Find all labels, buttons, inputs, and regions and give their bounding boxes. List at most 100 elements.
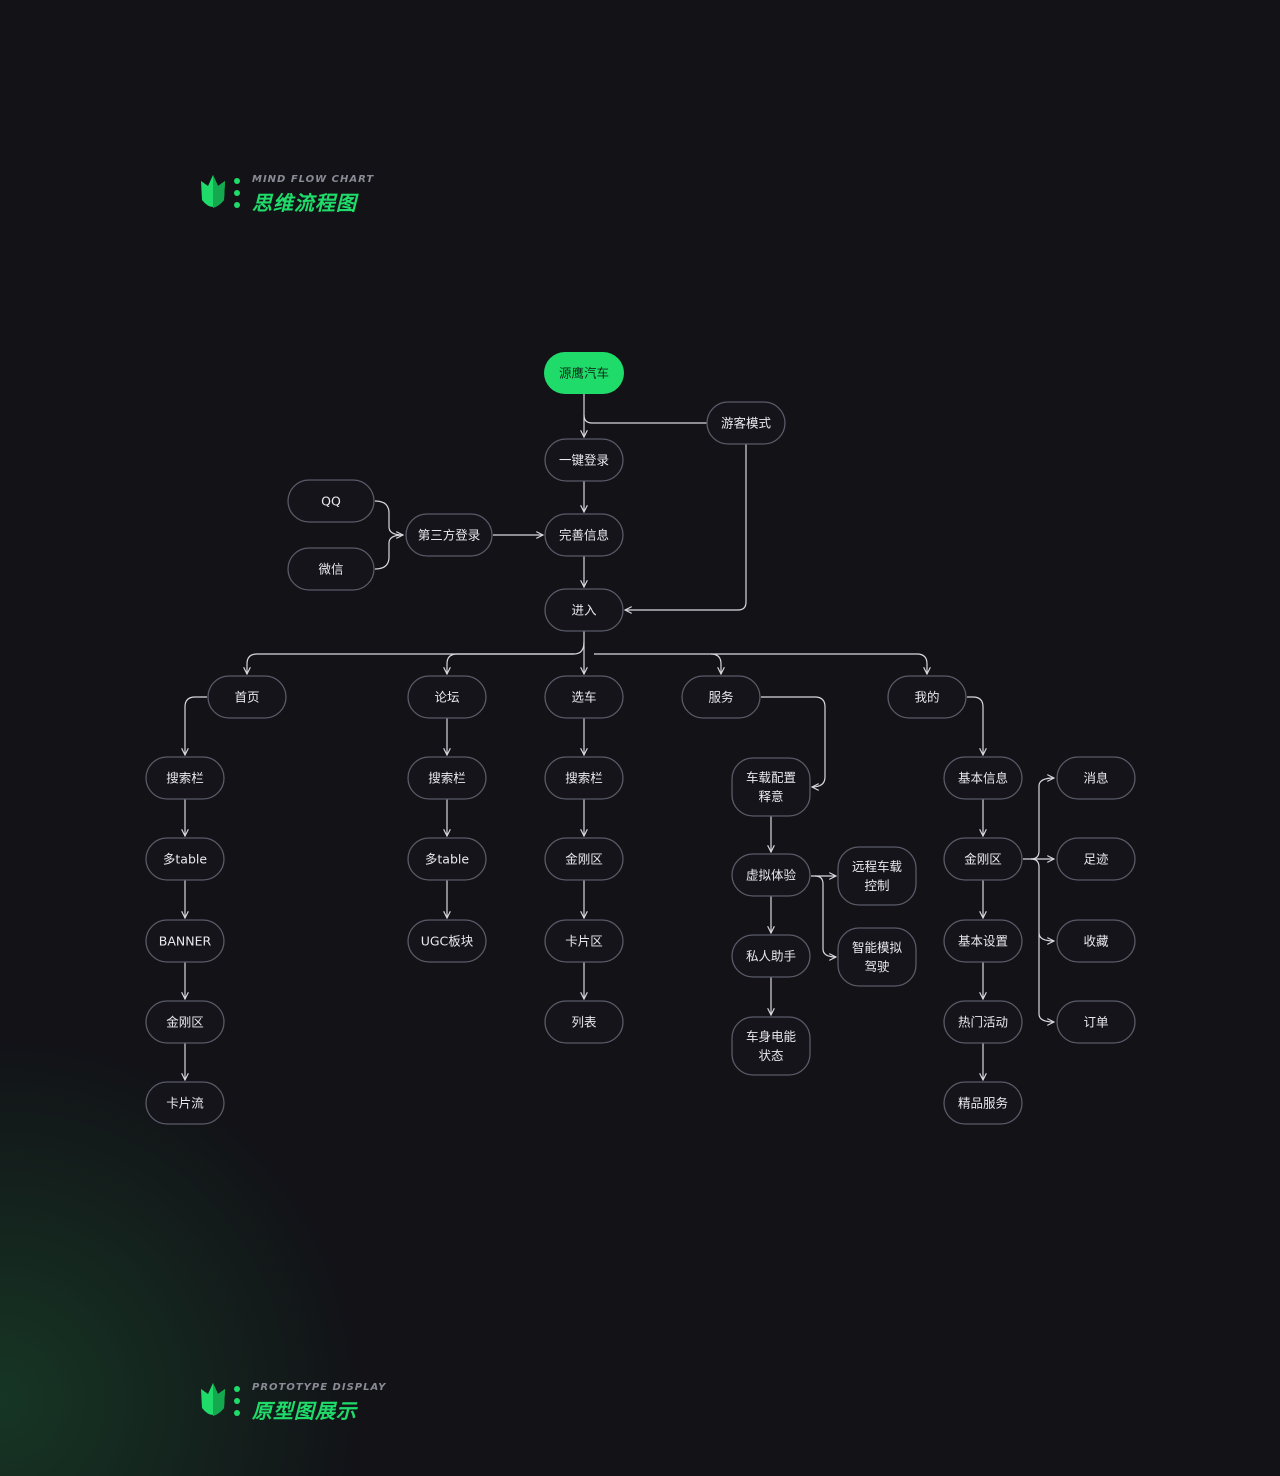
- flow-node-label: 微信: [318, 562, 343, 577]
- flow-node-label: 多table: [425, 852, 469, 867]
- flow-node-label: 热门活动: [958, 1015, 1008, 1030]
- flow-node-label: 释意: [758, 789, 783, 804]
- flow-node-service: 服务: [681, 675, 761, 719]
- flow-node-label: 状态: [758, 1048, 783, 1063]
- flow-node-box: [731, 1016, 811, 1076]
- flow-node-label: 搜索栏: [428, 771, 466, 786]
- flow-node-label: 金刚区: [565, 852, 603, 867]
- flow-node-box: [145, 756, 225, 800]
- flow-node-box: [943, 1081, 1023, 1125]
- flow-node-h5: 卡片流: [145, 1081, 225, 1125]
- flow-connector: [814, 875, 836, 957]
- flow-node-login: 一键登录: [544, 438, 624, 482]
- flow-node-m3: 基本设置: [943, 919, 1023, 963]
- flow-node-box: [887, 675, 967, 719]
- flow-node-box: [405, 513, 493, 557]
- flow-node-forum: 论坛: [407, 675, 487, 719]
- flow-node-box: [407, 919, 487, 963]
- flow-node-label: 一键登录: [559, 453, 609, 468]
- flow-node-box: [731, 934, 811, 978]
- section-subtitle: PROTOTYPE DISPLAY: [252, 1382, 387, 1393]
- flow-node-label: 收藏: [1083, 934, 1109, 949]
- flow-node-box: [544, 513, 624, 557]
- section-title: 思维流程图: [252, 191, 357, 215]
- flow-node-box: [544, 1000, 624, 1044]
- flow-node-select: 选车: [544, 675, 624, 719]
- flow-node-f1: 搜索栏: [407, 756, 487, 800]
- flow-node-r3: 收藏: [1056, 919, 1136, 963]
- section-subtitle: MIND FLOW CHART: [252, 174, 375, 185]
- flow-node-qq: QQ: [287, 479, 375, 523]
- flow-node-box: [544, 438, 624, 482]
- flow-node-mine: 我的: [887, 675, 967, 719]
- flow-node-label: 首页: [234, 690, 259, 705]
- flow-node-box: [943, 919, 1023, 963]
- flow-node-label: 足迹: [1083, 852, 1109, 867]
- flow-node-label: 精品服务: [958, 1096, 1008, 1111]
- flow-connector: [1030, 778, 1054, 860]
- flow-node-box: [837, 927, 917, 987]
- flow-node-box: [544, 675, 624, 719]
- section-header-mind-flow: MIND FLOW CHART 思维流程图: [198, 174, 458, 220]
- flow-node-c3: 卡片区: [544, 919, 624, 963]
- flow-node-box: [1056, 919, 1136, 963]
- flow-node-box: [943, 837, 1023, 881]
- flow-node-m5: 精品服务: [943, 1081, 1023, 1125]
- flow-node-box: [1056, 1000, 1136, 1044]
- flow-node-r2: 足迹: [1056, 837, 1136, 881]
- flow-node-m4: 热门活动: [943, 1000, 1023, 1044]
- flow-connector: [247, 641, 585, 674]
- flow-node-box: [544, 837, 624, 881]
- flow-node-label: 进入: [571, 603, 597, 618]
- flow-node-box: [407, 837, 487, 881]
- flow-node-c1: 搜索栏: [544, 756, 624, 800]
- flow-node-c4: 列表: [544, 1000, 624, 1044]
- flow-node-box: [407, 756, 487, 800]
- flow-node-box: [544, 919, 624, 963]
- flow-connector: [374, 500, 403, 535]
- flow-node-label: 卡片区: [565, 934, 603, 949]
- flow-node-h2: 多table: [145, 837, 225, 881]
- flow-node-enter: 进入: [544, 588, 624, 632]
- flow-node-label: 选车: [571, 690, 596, 705]
- flow-node-wechat: 微信: [287, 547, 375, 591]
- flow-node-r1: 消息: [1056, 756, 1136, 800]
- flow-node-label: 论坛: [434, 690, 459, 705]
- flow-connector: [594, 653, 721, 674]
- flow-connector: [967, 696, 983, 755]
- flow-node-box: [1056, 756, 1136, 800]
- flow-node-label: 卡片流: [166, 1096, 204, 1111]
- flow-node-box: [207, 675, 287, 719]
- flow-node-label: 车载配置: [746, 770, 796, 785]
- flow-node-guest: 游客模式: [706, 401, 786, 445]
- flow-node-box: [544, 588, 624, 632]
- flow-node-box: [287, 547, 375, 591]
- section-header-prototype: PROTOTYPE DISPLAY 原型图展示: [198, 1382, 458, 1428]
- green-leaf-icon: [201, 175, 225, 208]
- flow-node-label: 列表: [571, 1015, 597, 1030]
- flow-connector: [625, 444, 747, 610]
- dots-icon: [234, 1386, 242, 1416]
- flow-connector: [711, 653, 927, 674]
- flow-node-label: 完善信息: [559, 528, 609, 543]
- flow-node-label: 金刚区: [166, 1015, 204, 1030]
- flow-connector: [185, 696, 207, 755]
- flow-node-label: 搜索栏: [166, 771, 204, 786]
- flow-node-box: [407, 675, 487, 719]
- flow-node-label: 我的: [914, 690, 939, 705]
- flow-connector: [583, 414, 707, 424]
- green-leaf-icon: [201, 1383, 225, 1416]
- flow-node-home: 首页: [207, 675, 287, 719]
- dots-icon: [234, 178, 242, 208]
- flow-node-f3: UGC板块: [407, 919, 487, 963]
- flow-node-label: 基本设置: [958, 934, 1008, 949]
- flow-node-box: [145, 919, 225, 963]
- flow-node-label: 控制: [864, 878, 889, 893]
- flow-node-m1: 基本信息: [943, 756, 1023, 800]
- flow-node-label: 消息: [1083, 771, 1108, 786]
- flow-node-box: [943, 756, 1023, 800]
